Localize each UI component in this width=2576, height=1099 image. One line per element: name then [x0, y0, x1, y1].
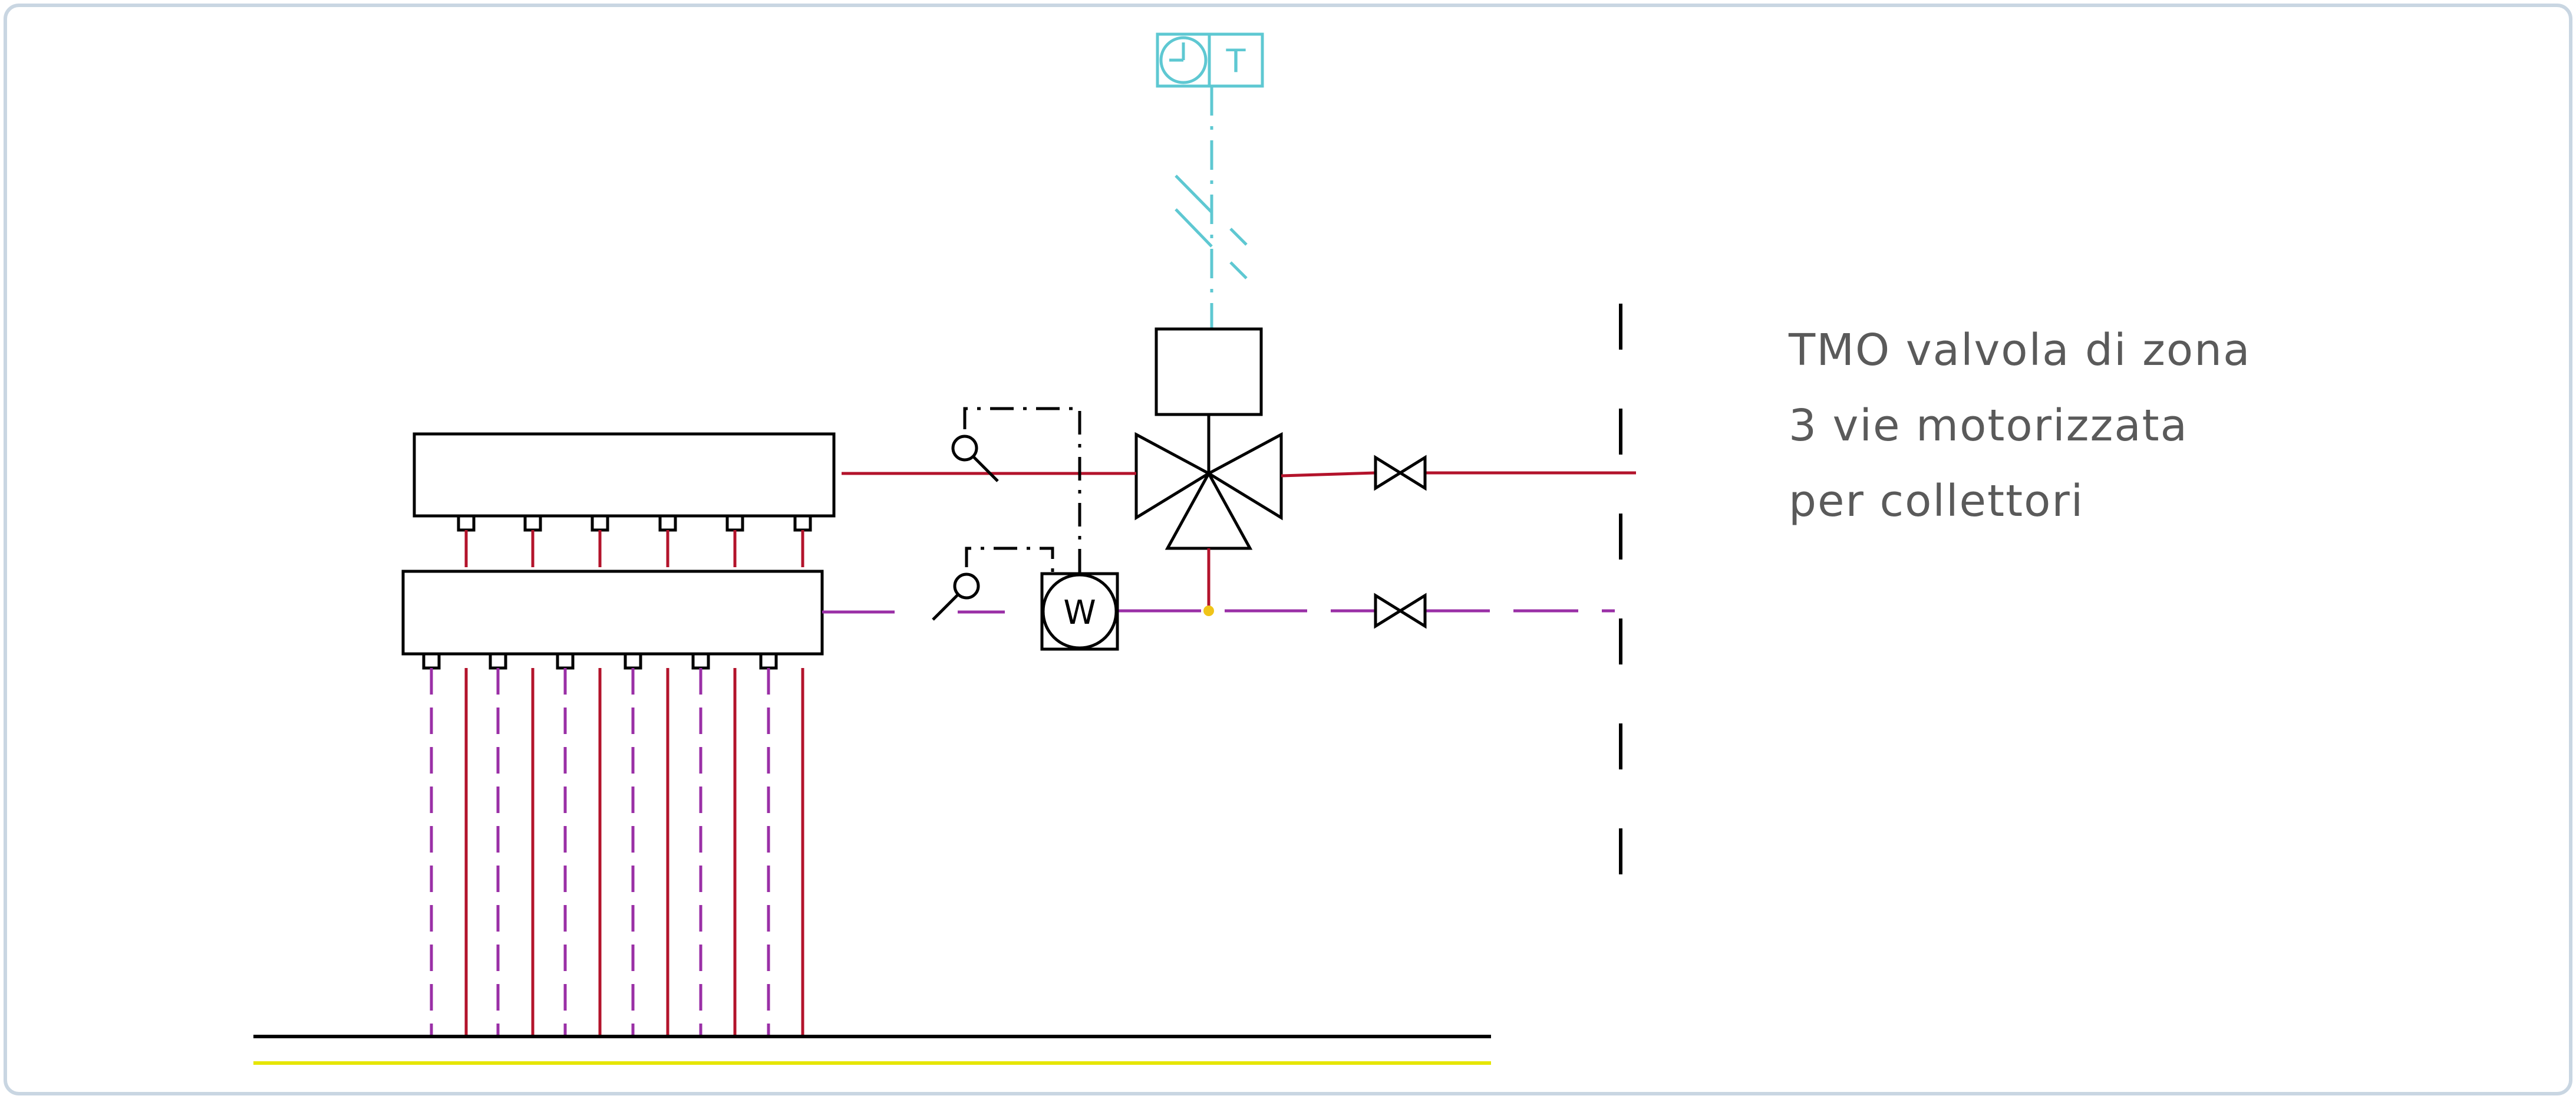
manifold-return — [401, 570, 824, 670]
supply-from-valve — [1281, 471, 1376, 478]
wiring-upper — [963, 407, 1081, 574]
return-outlet-6 — [759, 652, 778, 670]
caption-line-1: TMO valvola di zona — [1789, 325, 2251, 376]
sensor-icon-lower — [932, 572, 980, 621]
floor-return-pipes — [430, 668, 770, 1035]
break-mark-upper — [1175, 175, 1213, 213]
valve-port-right — [1205, 432, 1283, 521]
supply-outlet-3 — [591, 514, 609, 532]
supply-outlet-4 — [658, 514, 677, 532]
pump-icon: W — [1040, 572, 1119, 651]
control-line — [1175, 86, 1248, 330]
return-piping — [822, 609, 1615, 614]
thermostat-icon: T — [1156, 32, 1264, 88]
supply-manifold-drops — [464, 530, 804, 567]
manifold-supply — [413, 432, 836, 532]
return-outlet-2 — [489, 652, 507, 670]
pump-label: W — [1063, 594, 1096, 632]
junction-dot — [1203, 606, 1214, 616]
sensor-icon-upper — [951, 435, 999, 482]
break-tick-upper — [1229, 228, 1248, 246]
valve-port-left — [1134, 432, 1212, 521]
return-outlet-1 — [422, 652, 441, 670]
valve-actuator-box — [1155, 327, 1263, 416]
wiring-lower — [965, 547, 1054, 574]
supply-outlet-5 — [725, 514, 744, 532]
diagram-caption: TMO valvola di zona 3 vie motorizzata pe… — [1789, 312, 2251, 539]
floor-supply-pipes — [464, 668, 804, 1035]
supply-manifold-body — [413, 432, 836, 518]
break-mark-lower — [1175, 208, 1213, 248]
thermostat-label: T — [1226, 42, 1246, 80]
return-outlet-3 — [556, 652, 575, 670]
three-way-valve — [1134, 327, 1283, 550]
return-outlet-5 — [691, 652, 710, 670]
supply-outlet-2 — [523, 514, 542, 532]
pump-circle — [1041, 573, 1118, 650]
supply-outlet-1 — [457, 514, 476, 532]
supply-outlet-6 — [793, 514, 812, 532]
break-tick-lower — [1229, 261, 1248, 279]
shutoff-valve-return — [1374, 593, 1427, 629]
control-wiring — [963, 407, 1081, 574]
caption-line-3: per collettori — [1789, 476, 2084, 527]
return-manifold-body — [401, 570, 824, 656]
clock-icon — [1159, 36, 1208, 84]
return-outlet-4 — [624, 652, 642, 670]
caption-line-2: 3 vie motorizzata — [1789, 400, 2189, 451]
shutoff-valve-supply — [1374, 455, 1427, 491]
